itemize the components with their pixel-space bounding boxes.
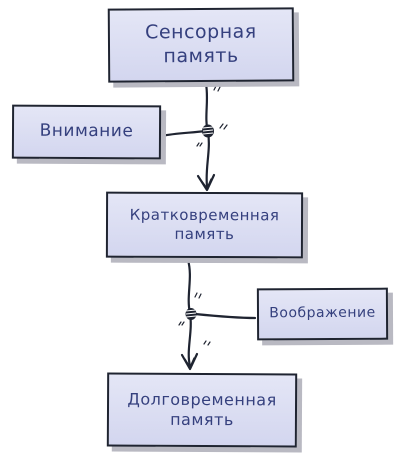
- node-short-term-memory: Кратковременная память: [105, 191, 304, 259]
- node-short-term-memory-line2: память: [174, 224, 235, 244]
- motion-ticks: [178, 85, 228, 346]
- node-long-term-memory: Долговременная память: [106, 372, 298, 448]
- node-sensory-memory-line1: Сенсорная: [145, 20, 257, 44]
- node-attention-label: Внимание: [39, 121, 134, 142]
- node-long-term-memory-line2: память: [170, 409, 234, 430]
- junction-knot-2: [185, 308, 197, 320]
- junction-knot-1: [202, 124, 214, 138]
- node-imagination-label: Воображение: [269, 304, 376, 322]
- node-imagination: Воображение: [256, 287, 389, 341]
- edge-attention-to-junction: [160, 129, 208, 138]
- node-attention: Внимание: [11, 104, 162, 160]
- arrowhead-long: [180, 352, 199, 371]
- node-short-term-memory-line1: Кратковременная: [129, 205, 280, 225]
- node-sensory-memory-line2: память: [163, 44, 239, 68]
- node-sensory-memory: Сенсорная память: [107, 7, 295, 83]
- node-long-term-memory-line1: Долговременная: [127, 389, 277, 410]
- edge-imagination-to-junction: [193, 312, 257, 320]
